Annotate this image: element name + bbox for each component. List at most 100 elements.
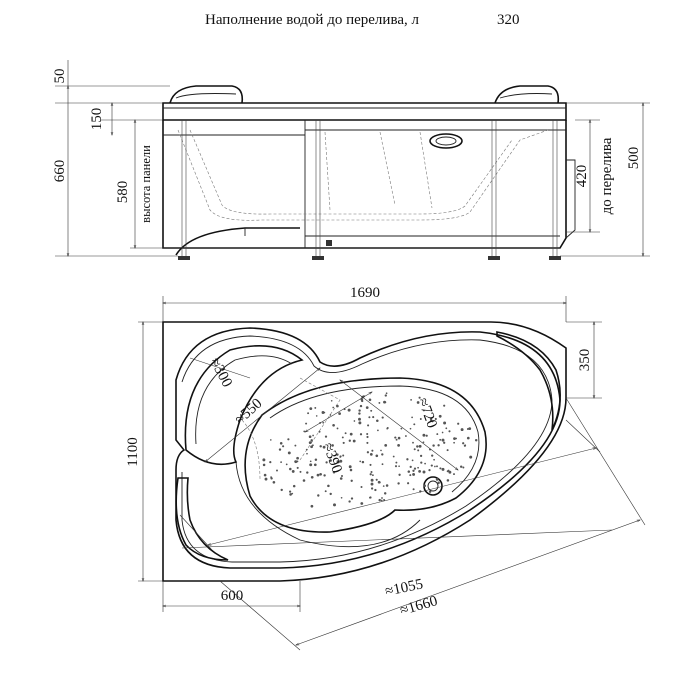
air-jet-dot bbox=[342, 441, 345, 444]
dim-660: 660 bbox=[52, 160, 68, 183]
label-panel-height: высота панели bbox=[139, 145, 153, 223]
air-jet-dot bbox=[289, 493, 292, 496]
air-jet-dot bbox=[422, 433, 426, 437]
air-jet-dot bbox=[294, 460, 297, 463]
air-jet-dot bbox=[464, 444, 467, 447]
air-jet-dot bbox=[368, 398, 372, 402]
air-jet-dot bbox=[332, 406, 335, 409]
air-jet-dot bbox=[422, 441, 425, 444]
air-jet-dot bbox=[358, 421, 362, 425]
air-jet-dot bbox=[367, 424, 370, 427]
air-jet-dot bbox=[291, 469, 295, 473]
air-jet-dot bbox=[366, 435, 369, 439]
air-jet-dot bbox=[308, 441, 312, 444]
air-jet-dot bbox=[344, 432, 347, 435]
air-jet-dot bbox=[302, 479, 306, 482]
air-jet-dot bbox=[441, 438, 445, 442]
air-jet-dot bbox=[419, 454, 423, 458]
air-jet-dot bbox=[270, 476, 272, 478]
air-jet-dot bbox=[445, 427, 448, 430]
air-jet-dot bbox=[398, 473, 401, 476]
air-jet-dot bbox=[313, 463, 317, 467]
dim-extension bbox=[181, 529, 613, 549]
air-jet-dot bbox=[400, 427, 403, 430]
air-jet-dot bbox=[350, 479, 353, 482]
air-jet-dot bbox=[381, 416, 384, 419]
air-jet-dot bbox=[358, 417, 361, 421]
air-jet-dot bbox=[453, 441, 455, 444]
air-jet-dot bbox=[369, 496, 371, 499]
air-jet-dot bbox=[381, 497, 383, 499]
air-jet-dot bbox=[348, 500, 351, 503]
air-jet-dot bbox=[406, 458, 409, 461]
air-jet-dot bbox=[413, 448, 416, 451]
air-jet-dot bbox=[417, 466, 419, 469]
air-jet-dot bbox=[296, 456, 299, 460]
air-jet-dot bbox=[413, 467, 417, 470]
fill-volume-value: 320 bbox=[497, 12, 520, 28]
air-jet-dot bbox=[306, 452, 308, 455]
air-jet-dot bbox=[422, 470, 426, 474]
plan-pillow-left bbox=[175, 477, 229, 561]
side-right-end bbox=[565, 159, 576, 239]
air-jet-dot bbox=[441, 431, 444, 434]
air-jets-field bbox=[262, 392, 478, 508]
air-jet-dot bbox=[397, 436, 401, 440]
air-jet-dot bbox=[462, 442, 465, 445]
dim-390: ≈390 bbox=[319, 441, 345, 475]
air-jet-dot bbox=[263, 473, 267, 477]
air-jet-dot bbox=[333, 503, 336, 507]
air-jet-dot bbox=[299, 470, 302, 473]
air-jet-dot bbox=[329, 492, 332, 496]
air-jet-dot bbox=[443, 421, 447, 425]
air-jet-dot bbox=[412, 469, 415, 472]
air-jet-dot bbox=[398, 465, 400, 468]
overflow-fitting bbox=[429, 133, 463, 149]
air-jet-dot bbox=[289, 490, 292, 493]
air-jet-dot bbox=[353, 420, 356, 422]
air-jet-dot bbox=[336, 427, 339, 430]
air-jet-dot bbox=[457, 422, 460, 425]
left-headrest bbox=[169, 85, 244, 104]
air-jet-dot bbox=[418, 444, 422, 448]
air-jet-dot bbox=[318, 430, 321, 433]
air-jet-dot bbox=[340, 496, 343, 499]
air-jet-dot bbox=[342, 454, 345, 457]
air-jet-dot bbox=[329, 414, 332, 416]
air-jet-dot bbox=[361, 460, 365, 464]
air-jet-dot bbox=[411, 416, 413, 419]
dim-50: 50 bbox=[52, 69, 68, 84]
air-jet-dot bbox=[303, 430, 306, 433]
air-jet-dot bbox=[466, 436, 470, 440]
dim-580: 580 bbox=[115, 181, 131, 204]
air-jet-dot bbox=[462, 466, 465, 469]
air-jet-dot bbox=[397, 482, 400, 485]
air-jet-dot bbox=[289, 467, 292, 471]
air-jet-dot bbox=[369, 473, 372, 476]
air-jet-dot bbox=[340, 474, 344, 478]
air-jet-dot bbox=[332, 423, 335, 427]
air-jet-dot bbox=[306, 471, 309, 474]
air-jet-dot bbox=[378, 481, 381, 484]
air-jet-dot bbox=[460, 428, 464, 432]
dim-1660: ≈1660 bbox=[398, 593, 439, 619]
air-jet-dot bbox=[279, 442, 283, 445]
support-legs bbox=[178, 120, 561, 260]
air-jet-dot bbox=[412, 441, 414, 444]
air-jet-dot bbox=[438, 414, 442, 418]
air-jet-dot bbox=[397, 444, 400, 447]
air-jet-dot bbox=[380, 449, 382, 452]
air-jet-dot bbox=[375, 454, 379, 458]
air-jet-dot bbox=[383, 400, 386, 404]
air-jet-dot bbox=[311, 444, 314, 447]
air-jet-dot bbox=[366, 441, 369, 444]
air-jet-dot bbox=[310, 439, 313, 442]
air-jet-dot bbox=[278, 448, 282, 451]
air-jet-dot bbox=[359, 433, 363, 436]
air-jet-dot bbox=[348, 465, 352, 469]
air-jet-dot bbox=[272, 480, 276, 484]
air-jet-dot bbox=[349, 468, 353, 472]
air-jet-dot bbox=[269, 439, 272, 441]
air-jet-dot bbox=[446, 449, 449, 452]
air-jet-dot bbox=[330, 400, 333, 402]
